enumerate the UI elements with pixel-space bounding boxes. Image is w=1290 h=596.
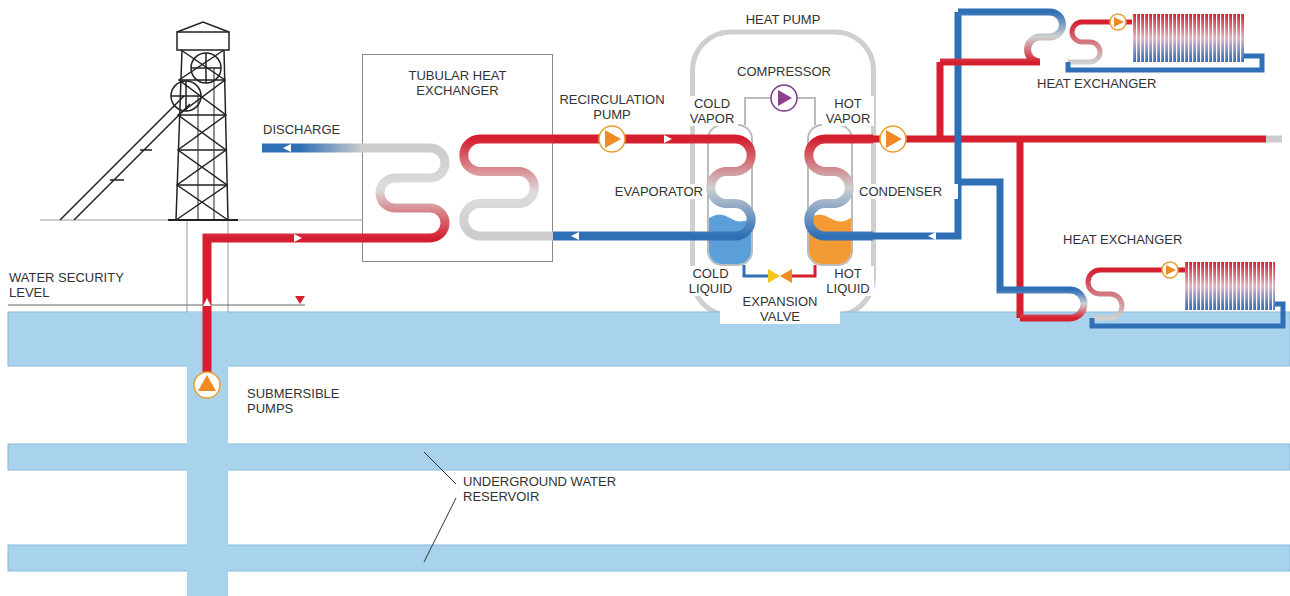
- component-label: SUBMERSIBLE PUMPS: [246, 386, 356, 416]
- component-label: EVAPORATOR: [604, 184, 704, 199]
- pump-symbol: [599, 126, 625, 152]
- pump-symbol: [194, 14, 1178, 398]
- leader-line: [424, 452, 456, 562]
- pump-symbol: [1166, 265, 1176, 275]
- pump-symbol: [198, 375, 216, 391]
- headframe-tower: [176, 50, 228, 220]
- headframe-tower: [177, 32, 229, 50]
- headframe-tower: [177, 50, 228, 220]
- component-label: COMPRESSOR: [734, 64, 834, 79]
- node-heading: TUBULAR HEAT EXCHANGER: [402, 68, 514, 98]
- component-label: HEAT EXCHANGER: [1036, 76, 1176, 91]
- heating-network-pipes: [873, 136, 1266, 143]
- component-label: COLD LIQUID: [683, 266, 738, 296]
- heating-network-pipes: [1000, 262, 1084, 318]
- refrigerant-lines: [792, 265, 815, 276]
- component-label: COLD VAPOR: [686, 96, 738, 126]
- refrigerant-lines: [744, 265, 768, 276]
- expansion-valve-symbol: [768, 269, 792, 283]
- component-label: RECIRCULATION PUMP: [553, 92, 671, 122]
- radiator: [1132, 14, 1275, 310]
- heating-network-pipes: [873, 12, 1282, 318]
- component-label: EXPANSION VALVE: [720, 294, 840, 324]
- pump-symbol: [1162, 262, 1178, 278]
- pump-symbol: [880, 126, 906, 152]
- flow-arrow: [294, 234, 302, 242]
- radiator-circuits: [1068, 22, 1283, 326]
- component-label: CONDENSER: [858, 184, 958, 199]
- water-security-level-mark: [295, 296, 305, 304]
- compressor-symbol: [778, 90, 792, 106]
- expansion-valve-symbol: [780, 269, 792, 283]
- heat-exchanger-box: TUBULAR HEAT EXCHANGER: [362, 54, 553, 262]
- leader-line: [424, 452, 456, 562]
- pump-symbol: [1110, 14, 1126, 30]
- component-label: DISCHARGE: [262, 122, 352, 137]
- flow-arrow: [283, 144, 291, 152]
- mine-water-pipe: [207, 148, 445, 398]
- flow-arrow: [203, 144, 936, 306]
- headframe-tower: [176, 50, 227, 220]
- headframe-tower: [177, 22, 229, 32]
- water-security-level-mark: [8, 305, 305, 306]
- radiator: [1132, 14, 1244, 62]
- pump-symbol: [886, 130, 902, 148]
- flow-arrow: [203, 298, 211, 306]
- headframe-tower: [60, 22, 238, 220]
- pump-symbol: [1114, 17, 1124, 27]
- pump-symbol: [605, 130, 621, 148]
- node-heading: HEAT PUMP: [698, 12, 868, 27]
- mine-shaft: [40, 220, 362, 221]
- headframe-tower: [198, 68, 214, 220]
- refrigerant-lines: [744, 98, 815, 276]
- compressor-symbol: [771, 85, 797, 111]
- component-label: HEAT EXCHANGER: [1062, 232, 1202, 247]
- radiator: [1132, 14, 1244, 62]
- mine-water-pipe: [464, 139, 553, 236]
- heat-pump-coils: [690, 139, 873, 236]
- pump-symbol: [194, 372, 220, 398]
- pipe-connector: [553, 232, 690, 241]
- heating-network-pipes: [1266, 136, 1282, 143]
- radiator: [1185, 262, 1275, 310]
- component-label: HOT LIQUID: [822, 266, 874, 296]
- underground-water-reservoir: [8, 312, 1290, 596]
- heating-network-pipes: [940, 12, 1063, 62]
- mine-water-pipe: [207, 139, 553, 398]
- component-label: UNDERGROUND WATER RESERVOIR: [462, 474, 622, 504]
- mine-water-pipe: [262, 144, 362, 153]
- expansion-valve-symbol: [768, 269, 780, 283]
- compressor-symbol: [771, 85, 797, 111]
- radiator: [1185, 262, 1275, 310]
- headframe-tower: [168, 219, 238, 221]
- heating-network-pipes: [873, 12, 1000, 262]
- headframe-tower: [60, 96, 190, 220]
- component-label: HOT VAPOR: [822, 96, 874, 126]
- component-label: WATER SECURITY LEVEL: [8, 270, 138, 300]
- node-outline: [363, 55, 553, 262]
- flow-arrow: [928, 232, 936, 240]
